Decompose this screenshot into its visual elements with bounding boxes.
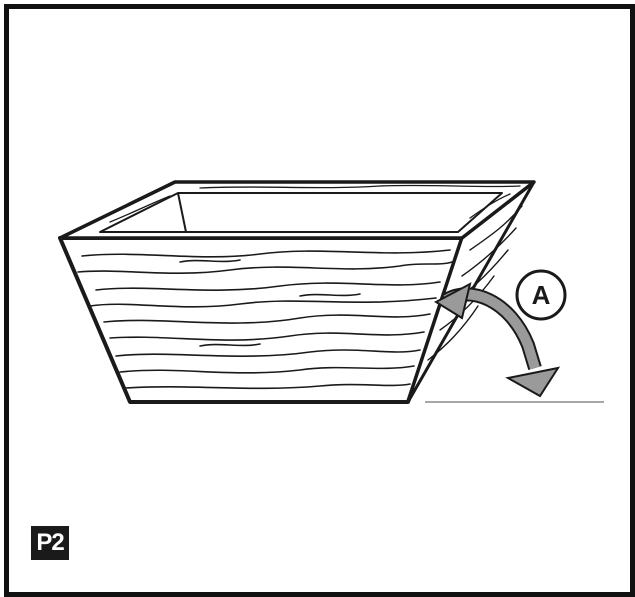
callout-label: A bbox=[532, 280, 551, 310]
wood-grain-rim bbox=[109, 184, 521, 223]
panel-tag: P2 bbox=[31, 526, 69, 560]
planter-front-face bbox=[58, 236, 464, 404]
planter-inner-corner bbox=[177, 192, 187, 233]
wood-grain-front bbox=[77, 249, 453, 390]
curved-double-arrow-icon bbox=[433, 282, 561, 398]
planter-opening bbox=[99, 192, 503, 233]
circled-letter-icon: A bbox=[515, 269, 567, 321]
